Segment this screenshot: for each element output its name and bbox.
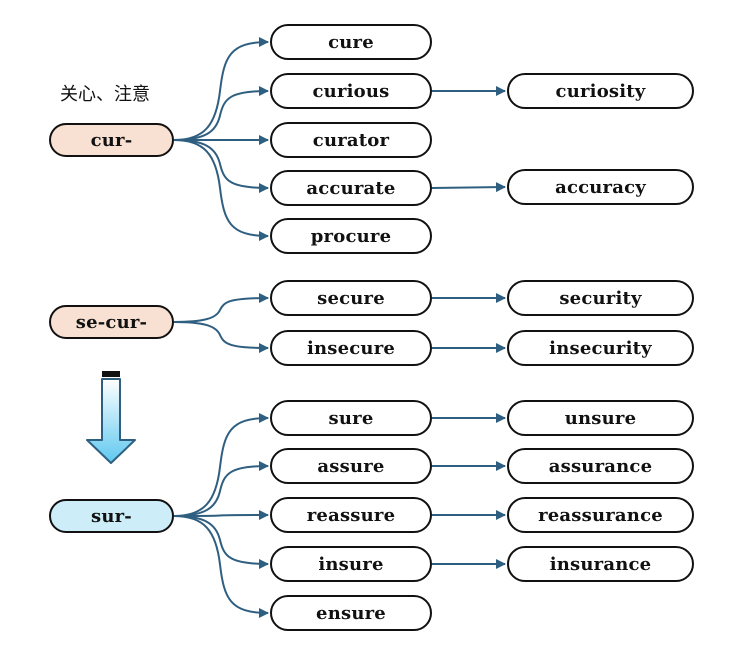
word-node-insure: insure xyxy=(270,546,432,582)
word-node-insecure: insecure xyxy=(270,330,432,366)
word-node-ensure: ensure xyxy=(270,595,432,631)
connector-secure xyxy=(173,293,269,323)
root-node-sur: sur- xyxy=(49,499,174,533)
word-node-cure: cure xyxy=(270,24,432,60)
word-node-sure: sure xyxy=(270,400,432,436)
word-node-curious: curious xyxy=(270,73,432,109)
derived-node-security: security xyxy=(507,280,694,316)
root-node-cur: cur- xyxy=(49,123,174,157)
derived-node-insurance: insurance xyxy=(507,546,694,582)
down-arrow-icon xyxy=(86,371,136,464)
connector-ensure xyxy=(173,515,269,618)
derived-node-unsure: unsure xyxy=(507,400,694,436)
word-node-curator: curator xyxy=(270,122,432,158)
connector-insecure xyxy=(173,321,269,353)
connector-curious xyxy=(173,86,269,141)
connector-assure xyxy=(173,461,269,517)
connector-accurate xyxy=(173,139,269,193)
connector-sure xyxy=(173,413,269,517)
derived-node-curiosity: curiosity xyxy=(507,73,694,109)
derived-node-assurance: assurance xyxy=(507,448,694,484)
derived-node-accuracy: accuracy xyxy=(507,169,694,205)
connector-reassure xyxy=(173,510,269,521)
word-node-secure: secure xyxy=(270,280,432,316)
meaning-label: 关心、注意 xyxy=(60,84,150,105)
word-node-accurate: accurate xyxy=(270,170,432,206)
derived-node-reassurance: reassurance xyxy=(507,497,694,533)
word-node-reassure: reassure xyxy=(270,497,432,533)
connector-procure xyxy=(173,139,269,241)
connector-cure xyxy=(173,37,269,141)
root-node-se-cur: se-cur- xyxy=(49,305,174,339)
derived-node-insecurity: insecurity xyxy=(507,330,694,366)
word-node-procure: procure xyxy=(270,218,432,254)
connector-insure xyxy=(173,515,269,569)
word-node-assure: assure xyxy=(270,448,432,484)
connector-accuracy xyxy=(431,182,506,193)
